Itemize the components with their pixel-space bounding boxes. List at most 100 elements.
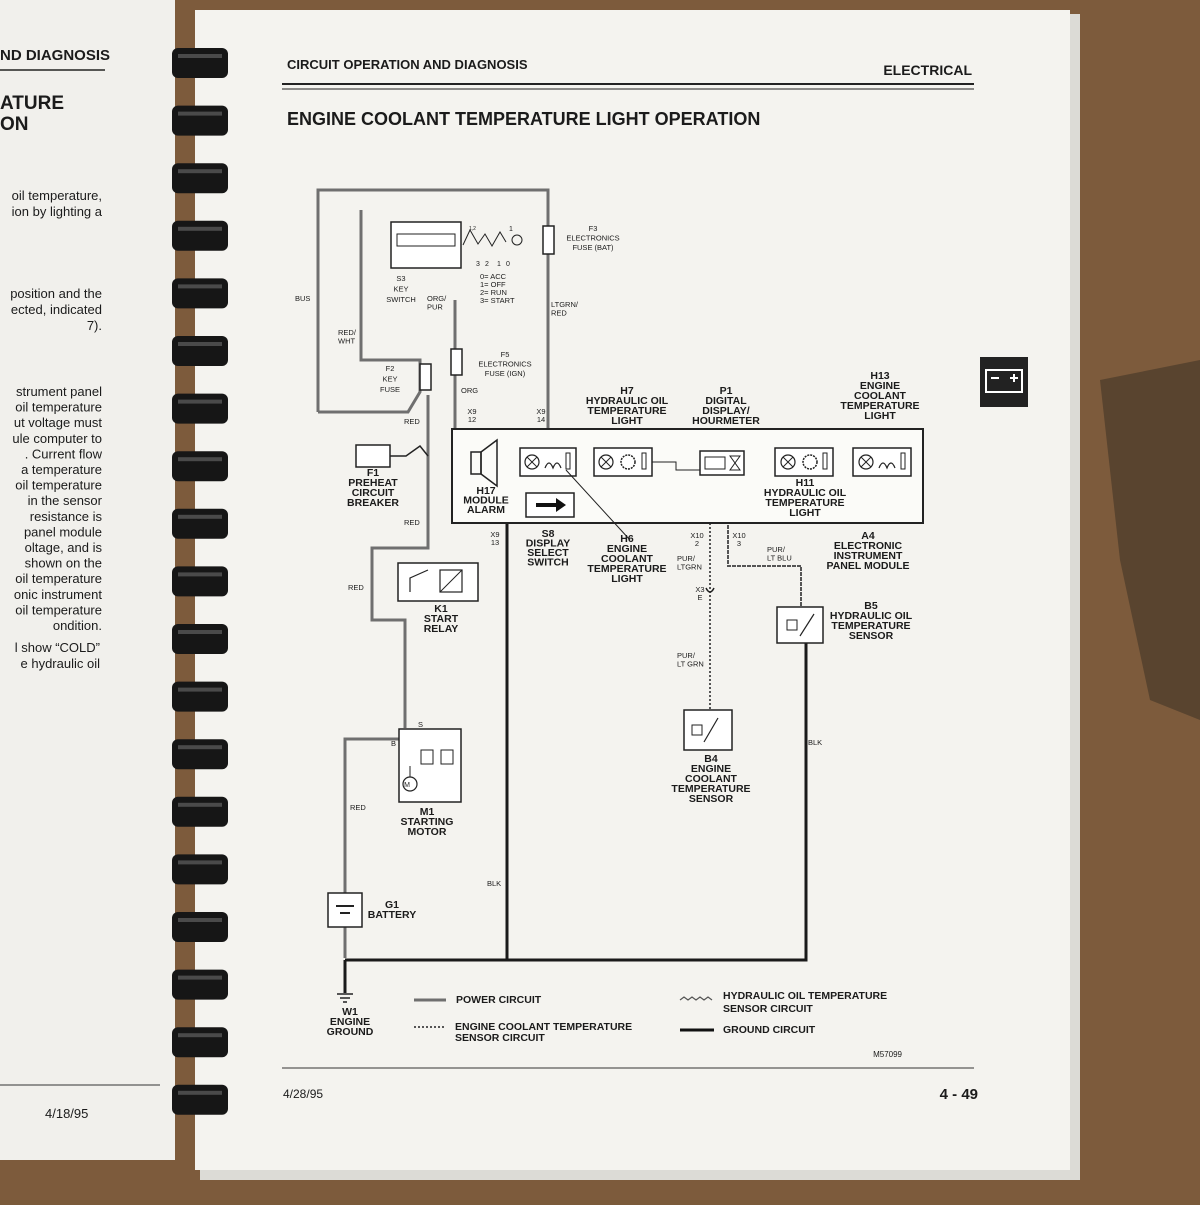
left-title-2: ON: [0, 114, 29, 135]
page-number: 4 - 49: [940, 1086, 978, 1103]
binding-ring-highlight: [178, 975, 222, 980]
k1-label-line-0: K1: [434, 603, 448, 615]
s8-label-line-1: DISPLAY: [526, 538, 571, 550]
binding-ring: [172, 854, 228, 885]
x10-2-line-1: 2: [695, 539, 699, 548]
key-num-12: 1,2: [469, 226, 476, 232]
m1-label-line-0: M1: [420, 806, 435, 818]
wire-ltgrn-red-line-1: RED: [551, 309, 567, 318]
left-para3-line-8: resistance is: [30, 509, 103, 524]
binding-ring: [172, 48, 228, 78]
battery-symbol: [327, 892, 363, 928]
x9-13-line-0: X9: [490, 530, 499, 539]
binding-ring-highlight: [178, 802, 222, 807]
h13-label-line-2: COOLANT: [854, 390, 906, 402]
key-num-3: 3: [476, 261, 480, 268]
binding-ring-highlight: [178, 54, 222, 58]
left-para3-line-7: in the sensor: [28, 493, 103, 508]
h7-label-line-1: HYDRAULIC OIL: [586, 395, 669, 407]
display-select-arrow-icon: [525, 492, 575, 518]
binding-ring-highlight: [178, 687, 222, 692]
h11-label-line-1: HYDRAULIC OIL: [764, 487, 847, 499]
b4-label-line-2: COOLANT: [685, 773, 737, 785]
binding-ring-highlight: [178, 284, 222, 289]
hydraulic-lamp-h11-icon: [774, 447, 834, 477]
h13-label-line-0: H13: [870, 370, 889, 382]
wire-red2: RED: [404, 518, 420, 527]
h6-label-line-0: H6: [620, 533, 634, 545]
binding-ring-highlight: [178, 514, 222, 519]
coolant-sensor-symbol: [683, 709, 733, 751]
left-para3-line-12: oil temperature: [15, 571, 102, 586]
p1-label-line-3: HOURMETER: [692, 415, 760, 427]
battery-icon: [985, 369, 1023, 393]
binding-ring: [172, 163, 228, 194]
s3-label-line-0: S3: [396, 274, 405, 283]
page-header-left: CIRCUIT OPERATION AND DIAGNOSIS: [287, 57, 528, 72]
binding-ring: [172, 393, 228, 424]
h11-label-line-2: TEMPERATURE: [765, 497, 844, 509]
left-para3-line-5: a temperature: [21, 462, 102, 477]
m1-label-line-1: STARTING: [401, 816, 454, 828]
f3-label-line-2: FUSE (BAT): [572, 243, 614, 252]
p1-label-line-1: DIGITAL: [705, 395, 747, 407]
binding-ring-highlight: [178, 745, 222, 750]
p1-label-line-0: P1: [720, 385, 733, 397]
s3-label-line-2: SWITCH: [386, 295, 416, 304]
f2-label-line-0: F2: [386, 364, 395, 373]
s8-label-line-3: SWITCH: [527, 557, 568, 569]
g1-label-line-0: G1: [385, 899, 399, 911]
a4-label-line-2: INSTRUMENT: [834, 550, 903, 562]
binding-ring: [172, 1084, 228, 1115]
f2-label-line-1: KEY: [382, 375, 397, 384]
b5-label-line-2: TEMPERATURE: [831, 620, 910, 632]
left-para4-line-0: l show “COLD”: [15, 640, 100, 655]
x10-3-line-0: X10: [732, 531, 745, 540]
binding-ring: [172, 278, 228, 309]
h7-to-p1-link: [652, 461, 700, 471]
h6-label-line-3: TEMPERATURE: [587, 563, 666, 575]
spiral-binding: [172, 48, 228, 1115]
preheat-breaker-symbol: [355, 444, 429, 468]
binding-ring: [172, 739, 228, 770]
left-para3-line-2: ut voltage must: [14, 415, 103, 430]
g1-label-line-1: BATTERY: [368, 909, 416, 921]
h11-label-line-3: LIGHT: [789, 507, 821, 519]
wire-org: ORG: [461, 386, 478, 395]
binding-ring-highlight: [178, 457, 222, 462]
b5-label-line-1: HYDRAULIC OIL: [830, 610, 913, 622]
b5-label-line-0: B5: [864, 600, 878, 612]
x9-14-line-1: 14: [537, 415, 545, 424]
section-tab: [980, 357, 1028, 407]
b4-label-line-1: ENGINE: [691, 763, 731, 775]
wire-blk2: BLK: [808, 738, 822, 747]
binding-ring-highlight: [178, 169, 222, 174]
coolant-lamp-h13-icon: [852, 447, 912, 477]
ground-symbol: [337, 993, 353, 1003]
binding-ring-highlight: [178, 342, 222, 346]
figure-id: M57099: [873, 1050, 902, 1059]
binding-ring-highlight: [178, 111, 222, 116]
left-para3-line-9: panel module: [24, 524, 102, 539]
wire-pur-ltgrn1-line-1: LTGRN: [677, 563, 702, 572]
left-para1-line-1: ion by lighting a: [12, 204, 103, 219]
hydraulic-oil-sensor-symbol: [776, 606, 824, 644]
a4-label-line-3: PANEL MODULE: [826, 560, 909, 572]
binding-ring-highlight: [178, 226, 222, 231]
left-para3-line-11: shown on the: [25, 556, 102, 571]
binding-ring-highlight: [178, 1090, 222, 1095]
binding-ring: [172, 624, 228, 654]
f5-label-line-0: F5: [501, 350, 510, 359]
wire-pur-ltgrn1-line-0: PUR/: [677, 554, 696, 563]
a4-label-line-0: A4: [861, 530, 875, 542]
binding-ring-highlight: [178, 630, 222, 634]
s8-label-line-2: SELECT: [527, 547, 569, 559]
left-para2-line-2: 7).: [87, 318, 102, 333]
h7-label-line-0: H7: [620, 385, 634, 397]
left-para3-line-1: oil temperature: [15, 400, 102, 415]
binding-ring-highlight: [178, 860, 222, 865]
left-para2-line-0: position and the: [10, 286, 102, 301]
key-switch-symbol: [390, 221, 523, 269]
